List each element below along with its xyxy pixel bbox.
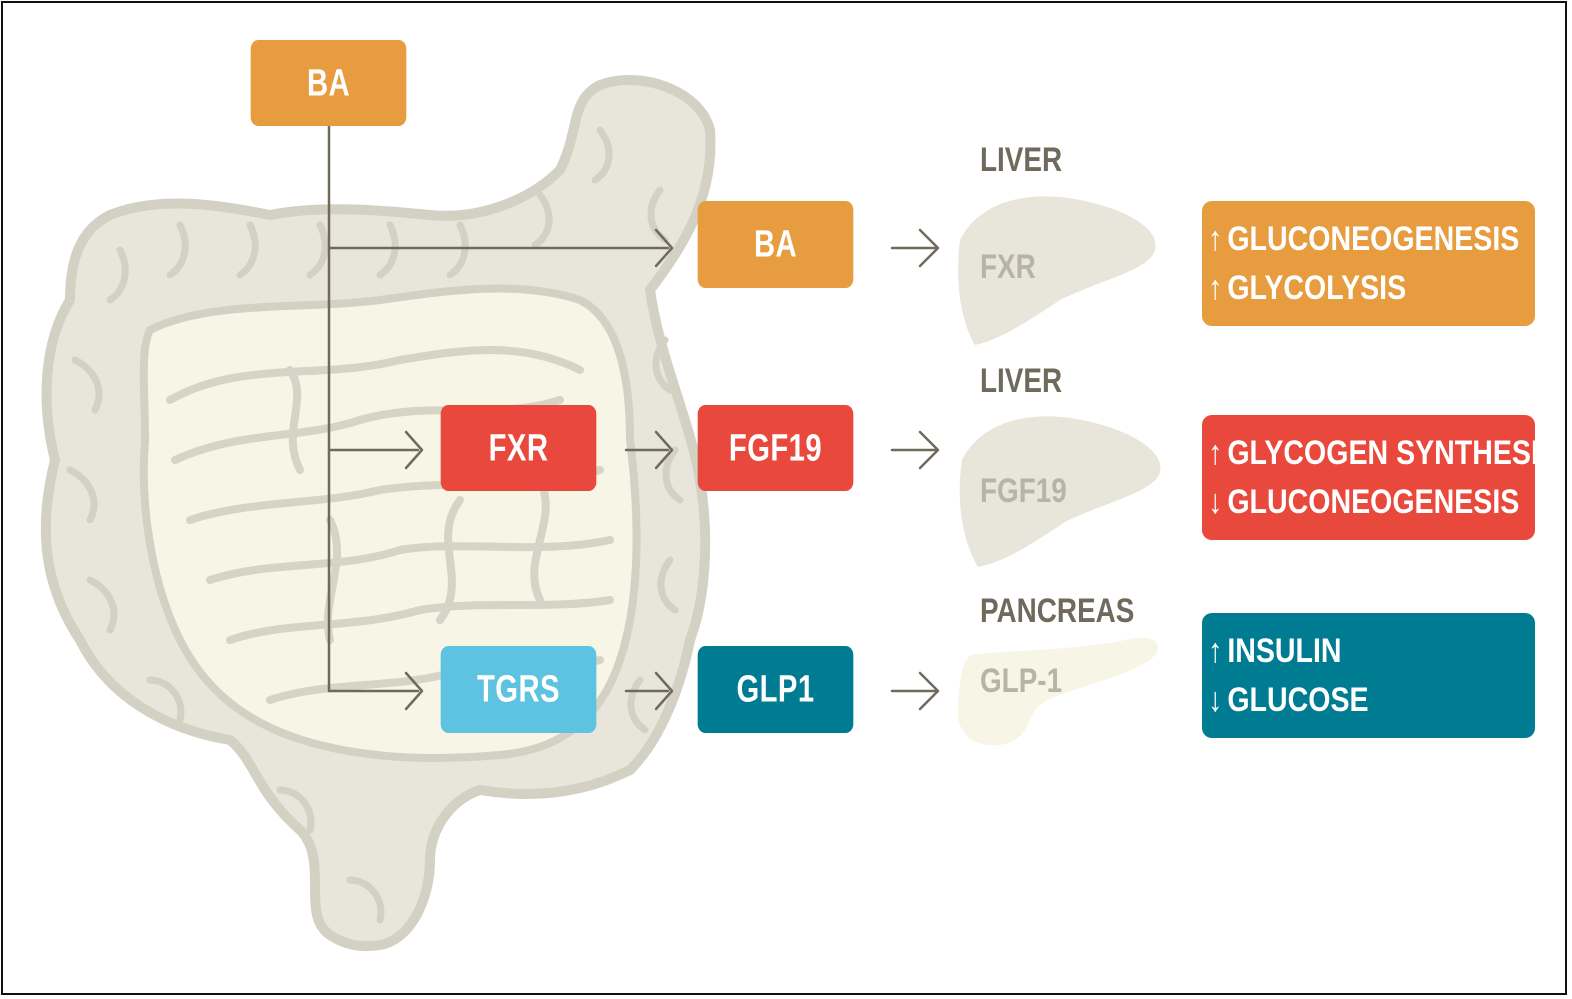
effect-line: ↑GLUCONEOGENESIS bbox=[1208, 215, 1519, 264]
organ-signal-glp1: GLP-1 bbox=[980, 662, 1063, 700]
arrow-right-icon bbox=[890, 228, 940, 268]
effect-text: INSULIN bbox=[1227, 632, 1342, 670]
organ-signal-fxr: FXR bbox=[980, 248, 1036, 286]
effect-box-ba: ↑GLUCONEOGENESIS ↑GLYCOLYSIS bbox=[1202, 201, 1535, 326]
effect-line: ↑GLYCOGEN SYNTHESIS bbox=[1208, 429, 1558, 478]
fgf19-label: FGF19 bbox=[728, 426, 823, 469]
arrow-up-icon: ↑ bbox=[1208, 269, 1223, 307]
organ-title-liver-1: LIVER bbox=[980, 141, 1063, 179]
ba-source-node: BA bbox=[250, 40, 407, 126]
arrow-right-icon bbox=[404, 430, 424, 470]
effect-box-glp1: ↑INSULIN ↓GLUCOSE bbox=[1202, 613, 1535, 738]
arrow-right-icon bbox=[404, 671, 424, 711]
glp1-label: GLP1 bbox=[736, 667, 815, 711]
pancreas-icon bbox=[957, 637, 1158, 746]
arrow-down-icon: ↓ bbox=[1208, 681, 1223, 719]
effect-line: ↑INSULIN bbox=[1208, 627, 1483, 676]
liver-icon bbox=[958, 196, 1156, 345]
arrow-right-icon bbox=[890, 671, 940, 711]
effect-box-fgf19: ↑GLYCOGEN SYNTHESIS ↓GLUCONEOGENESIS bbox=[1202, 415, 1558, 540]
arrow-up-icon: ↑ bbox=[1208, 220, 1223, 258]
organ-title-liver-2: LIVER bbox=[980, 362, 1063, 400]
ba-target-label: BA bbox=[753, 222, 798, 266]
ba-target-node: BA bbox=[697, 201, 854, 288]
intestine-icon bbox=[40, 75, 716, 952]
effect-text: GLUCONEOGENESIS bbox=[1227, 483, 1520, 521]
arrow-down-icon: ↓ bbox=[1208, 483, 1223, 521]
organ-title-pancreas: PANCREAS bbox=[980, 592, 1135, 630]
effect-line: ↓GLUCOSE bbox=[1208, 676, 1483, 725]
arrow-right-icon bbox=[654, 228, 674, 268]
tgrs-label: TGRS bbox=[477, 667, 560, 711]
glp1-node: GLP1 bbox=[697, 646, 854, 733]
effect-text: GLUCOSE bbox=[1227, 681, 1369, 719]
arrow-right-icon bbox=[890, 430, 940, 470]
arrow-up-icon: ↑ bbox=[1208, 632, 1223, 670]
arrow-right-icon bbox=[654, 671, 674, 711]
fxr-node: FXR bbox=[440, 405, 597, 491]
arrow-right-icon bbox=[654, 430, 674, 470]
effect-line: ↑GLYCOLYSIS bbox=[1208, 264, 1483, 313]
fgf19-node: FGF19 bbox=[697, 405, 854, 491]
effect-text: GLYCOGEN SYNTHESIS bbox=[1227, 434, 1558, 472]
fxr-label: FXR bbox=[488, 426, 549, 469]
connectors bbox=[327, 124, 940, 711]
effect-text: GLUCONEOGENESIS bbox=[1227, 220, 1520, 258]
liver-icon bbox=[959, 416, 1161, 567]
organ-signal-fgf19: FGF19 bbox=[980, 472, 1067, 510]
effect-text: GLYCOLYSIS bbox=[1227, 269, 1407, 307]
ba-source-label: BA bbox=[306, 61, 351, 104]
tgrs-node: TGRS bbox=[440, 646, 597, 733]
effect-line: ↓GLUCONEOGENESIS bbox=[1208, 478, 1519, 527]
arrow-up-icon: ↑ bbox=[1208, 434, 1223, 472]
